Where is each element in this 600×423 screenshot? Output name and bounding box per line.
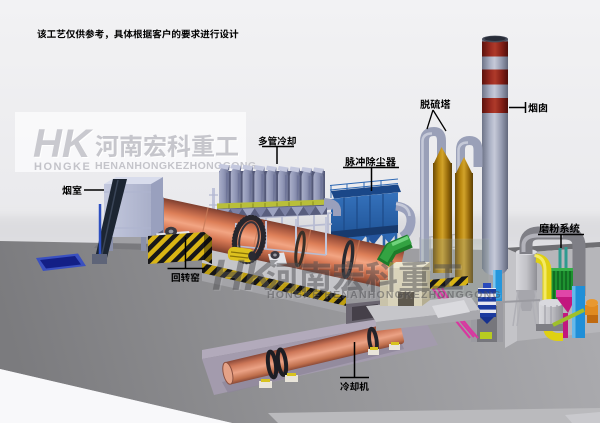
svg-text:HK: HK xyxy=(213,252,280,301)
svg-text:HONGKE: HONGKE xyxy=(34,161,91,173)
svg-text:HK: HK xyxy=(212,251,279,300)
svg-text:HONGKE HENANHONGKEZHONGGONG: HONGKE HENANHONGKEZHONGGONG xyxy=(267,289,502,301)
svg-text:HK: HK xyxy=(33,122,94,166)
svg-text:HK: HK xyxy=(34,123,95,167)
svg-text:HENANHONGKEZHONGGONG: HENANHONGKEZHONGGONG xyxy=(95,160,256,172)
svg-text:HONGKE HENANHONGKEZHONGGONG: HONGKE HENANHONGKEZHONGGONG xyxy=(268,290,503,302)
